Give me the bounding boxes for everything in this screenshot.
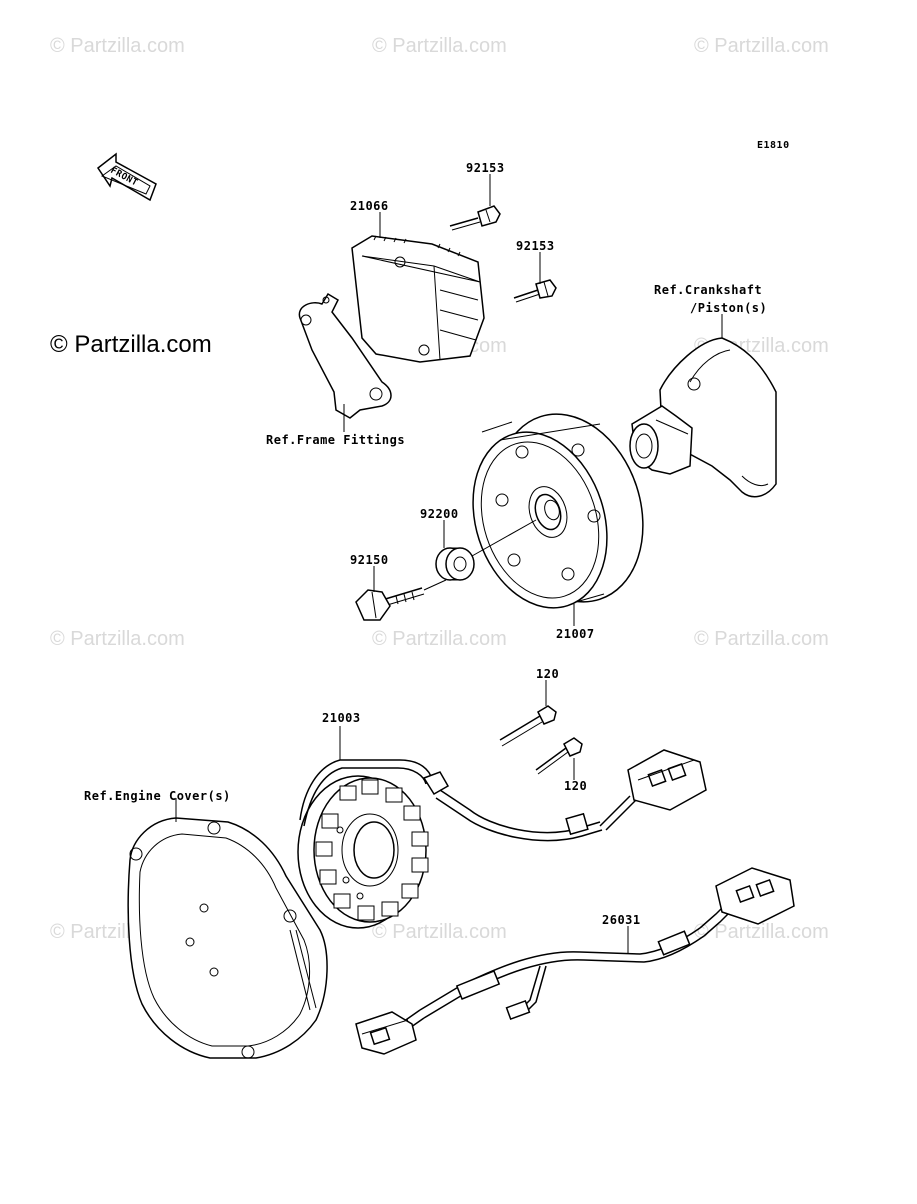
part-label-21007: 21007 — [556, 627, 595, 641]
frame-bracket — [298, 292, 392, 419]
part-label-92200: 92200 — [420, 507, 459, 521]
bolt-92153-mid — [513, 279, 557, 303]
watermark: © Partzilla.com — [372, 921, 507, 943]
part-label-21066: 21066 — [350, 199, 389, 213]
part-label-120: 120 — [536, 667, 559, 681]
ref-label-engine-cover: Ref.Engine Cover(s) — [84, 789, 231, 803]
ref-label-piston: /Piston(s) — [690, 301, 767, 315]
part-label-21003: 21003 — [322, 711, 361, 725]
washer-92200 — [435, 547, 475, 581]
watermark: © Partzilla.com — [694, 921, 829, 943]
crankshaft — [629, 337, 777, 498]
part-label-92153: 92153 — [516, 239, 555, 253]
engine-cover — [127, 817, 328, 1059]
sub-harness — [355, 867, 795, 1055]
diagram-code: E1810 — [757, 140, 790, 151]
flywheel-rotor — [472, 413, 644, 609]
watermark: © Partzilla.com — [50, 628, 185, 650]
front-arrow-icon: FRONT — [96, 152, 157, 202]
ref-label-crankshaft: Ref.Crankshaft — [654, 283, 762, 297]
stator-coil — [297, 775, 429, 929]
watermark: © Partzilla.com — [694, 628, 829, 650]
watermark: © Partzilla.com — [694, 35, 829, 57]
bolt-92150 — [355, 587, 425, 621]
part-label-120: 120 — [564, 779, 587, 793]
regulator-rectifier — [351, 235, 485, 363]
copyright-logo: © Partzilla.com — [50, 331, 212, 358]
ref-label-frame-fittings: Ref.Frame Fittings — [266, 433, 405, 447]
stator-harness — [299, 749, 707, 842]
part-label-92150: 92150 — [350, 553, 389, 567]
leader-line — [471, 519, 537, 557]
watermarks: © Partzilla.com © Partzilla.com © Partzi… — [50, 35, 829, 943]
bolt-92153-top — [449, 205, 501, 231]
part-label-26031: 26031 — [602, 913, 641, 927]
part-label-92153: 92153 — [466, 161, 505, 175]
leader-line — [423, 579, 447, 591]
watermark: © Partzilla.com — [50, 35, 185, 57]
watermark: © Partzilla.com — [372, 35, 507, 57]
stator-bolts-120 — [499, 705, 583, 775]
watermark: © Partzilla.com — [372, 628, 507, 650]
